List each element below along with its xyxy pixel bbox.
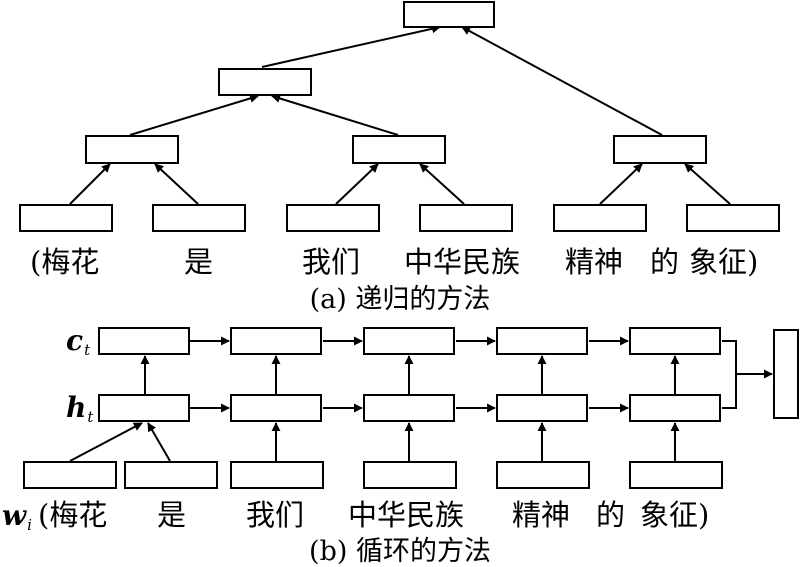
node-a-n1: [85, 135, 179, 164]
node-b-input-5: [496, 461, 590, 489]
edge-a-n3-to-root: [461, 26, 663, 136]
panel-a-nodes: [19, 1, 780, 232]
edge-a-leaf5-to-n3: [599, 163, 643, 205]
node-a-leaf-1: [19, 204, 113, 232]
panel-b: ct ht wi: [2, 324, 799, 567]
node-b-c-1: [98, 327, 190, 355]
panel-b-words: (梅花 是 我们 中华民族 精神 的 象征): [38, 498, 709, 532]
node-b-input-1: [23, 461, 117, 489]
node-b-h-1: [98, 394, 190, 422]
panel-a: (梅花 是 我们 中华民族 精神 的 象征) (a) 递归的方法: [19, 1, 780, 315]
node-b-c-5: [629, 327, 721, 355]
word-a-2: 是: [184, 245, 213, 279]
panel-a-words: (梅花 是 我们 中华民族 精神 的 象征): [30, 245, 758, 279]
edge-a-n2-to-n4: [271, 94, 399, 136]
node-a-n2: [352, 135, 446, 164]
label-c-t: ct: [66, 324, 91, 359]
word-b-3: 我们: [246, 498, 304, 532]
node-b-h-5: [629, 394, 721, 422]
node-b-h-4: [496, 394, 588, 422]
edge-a-leaf3-to-n2: [335, 163, 379, 205]
word-a-3: 我们: [302, 245, 360, 279]
node-b-input-3: [230, 461, 324, 489]
caption-a: (a) 递归的方法: [310, 284, 491, 315]
word-b-1: (梅花: [38, 498, 107, 532]
edge-b-in2-h1: [147, 422, 171, 462]
node-a-leaf-6: [686, 204, 780, 232]
node-b-c-4: [496, 327, 588, 355]
node-b-input-4: [363, 461, 457, 489]
word-b-5: 精神: [512, 498, 570, 532]
word-b-2: 是: [157, 498, 186, 532]
word-a-6: 的: [650, 245, 679, 279]
word-b-7: 象征): [640, 498, 709, 532]
edge-a-leaf4-to-n2: [419, 163, 465, 205]
node-b-h-2: [230, 394, 322, 422]
node-a-leaf-2: [152, 204, 246, 232]
edge-b-in1-h1: [69, 422, 143, 462]
word-a-5: 精神: [565, 245, 623, 279]
node-b-c-2: [230, 327, 322, 355]
node-b-input-2: [124, 461, 218, 489]
edge-a-n4-to-root: [261, 24, 441, 68]
edge-b-merge: [722, 340, 737, 409]
node-a-root: [403, 1, 495, 28]
node-a-n3: [613, 135, 707, 164]
word-a-1: (梅花: [30, 245, 99, 279]
node-b-h-3: [363, 394, 455, 422]
label-w-i: wi: [2, 499, 32, 534]
edge-a-leaf1-to-n1: [69, 163, 111, 205]
word-b-4: 中华民族: [348, 498, 464, 532]
node-b-input-6: [629, 461, 723, 489]
node-a-leaf-4: [419, 204, 513, 232]
word-b-6: 的: [596, 498, 625, 532]
node-b-c-3: [363, 327, 455, 355]
caption-b: (b) 循环的方法: [309, 536, 491, 567]
edge-a-n1-to-n4: [129, 94, 259, 136]
node-a-leaf-5: [553, 204, 647, 232]
node-a-leaf-3: [286, 204, 380, 232]
node-a-n4: [218, 68, 312, 96]
edge-a-leaf6-to-n3: [684, 163, 731, 205]
panel-b-nodes: [23, 327, 799, 489]
panel-a-edges: [69, 24, 731, 205]
word-a-7: 象征): [689, 245, 758, 279]
edge-a-leaf2-to-n1: [154, 163, 199, 205]
panel-b-edges: [69, 336, 773, 462]
node-b-output: [773, 329, 799, 419]
label-h-t: ht: [66, 391, 94, 426]
word-a-4: 中华民族: [404, 245, 520, 279]
